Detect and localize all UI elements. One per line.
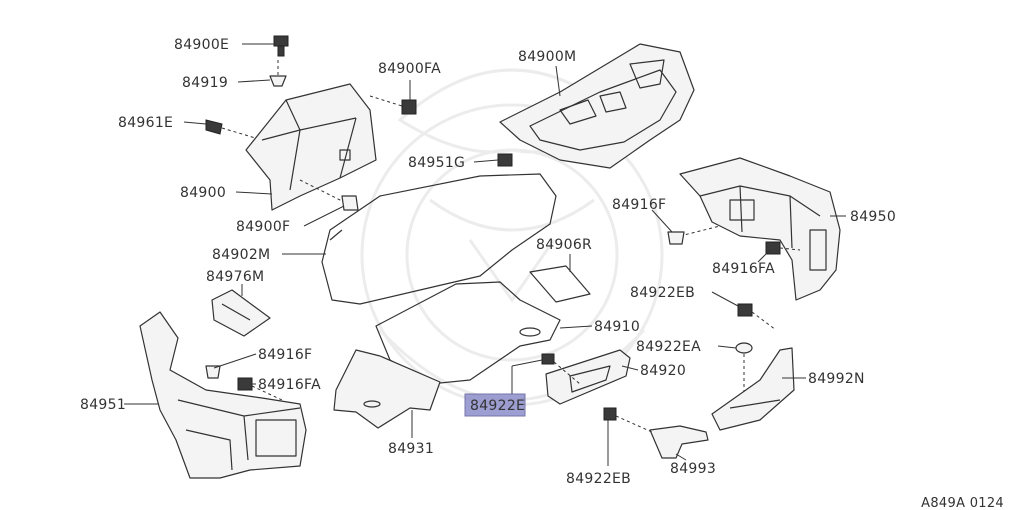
label-84900FA[interactable]: 84900FA [378,61,441,77]
clip-84951G-icon [497,153,513,167]
label-84922EB-bottom[interactable]: 84922EB [566,471,631,487]
floor-mat-84902M [321,173,557,305]
bracket-84993 [649,425,709,459]
label-84951[interactable]: 84951 [80,397,126,413]
label-84950[interactable]: 84950 [850,209,896,225]
clip-84916F-right-icon [667,231,685,245]
trim-panel-84920 [545,349,631,405]
label-84910[interactable]: 84910 [594,319,640,335]
board-84906R [529,265,591,303]
clip-84900FA-icon [369,95,417,115]
clip-84900F-icon [341,195,359,211]
label-84976M[interactable]: 84976M [206,269,264,285]
label-84961E[interactable]: 84961E [118,115,173,131]
label-84916FA-right[interactable]: 84916FA [712,261,775,277]
clip-84961E-icon [205,119,263,141]
clip-84922E-icon [541,353,581,385]
label-84993[interactable]: 84993 [670,461,716,477]
label-84922EA[interactable]: 84922EA [636,339,701,355]
clip-84916F-left-icon [205,365,221,379]
label-84916F-right[interactable]: 84916F [612,197,666,213]
side-trim-84951 [139,311,307,479]
label-84916FA-left[interactable]: 84916FA [258,377,321,393]
clip-84922EB-bottom-icon [603,407,653,433]
label-84900M[interactable]: 84900M [518,49,576,65]
trim-84992N [711,347,795,431]
diagram-code: A849A 0124 [921,496,1004,510]
side-trim-84900 [245,83,377,211]
label-84916F-left[interactable]: 84916F [258,347,312,363]
clip-84922EB-top-icon [737,303,777,331]
lid-finisher-84900M [499,43,695,169]
leader-lines [124,43,846,466]
bolt-84900E-icon [273,35,289,57]
label-84919[interactable]: 84919 [182,75,228,91]
label-84900F[interactable]: 84900F [236,219,290,235]
clip-84919-icon [269,60,287,87]
bracket-84976M [211,289,271,337]
label-84900E[interactable]: 84900E [174,37,229,53]
label-84992N[interactable]: 84992N [808,371,865,387]
side-trim-84950 [679,157,841,301]
label-84922E[interactable]: 84922E [470,398,525,414]
label-84951G[interactable]: 84951G [408,155,465,171]
label-84922EB-top[interactable]: 84922EB [630,285,695,301]
carpet-84931 [333,349,441,429]
label-84906R[interactable]: 84906R [536,237,592,253]
highlight-84922E[interactable] [464,393,526,417]
label-84931[interactable]: 84931 [388,441,434,457]
label-84920[interactable]: 84920 [640,363,686,379]
label-84902M[interactable]: 84902M [212,247,270,263]
label-84900[interactable]: 84900 [180,185,226,201]
